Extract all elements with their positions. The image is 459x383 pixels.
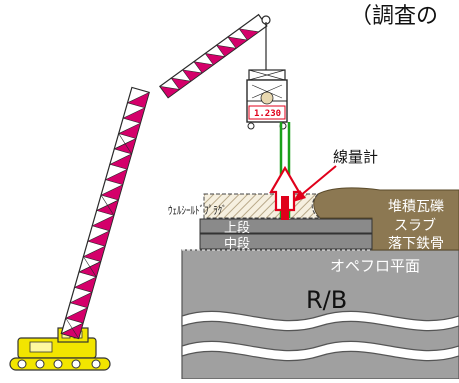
break-line-top: [181, 310, 459, 332]
upper-tier-label: 上段: [224, 221, 251, 236]
red-up-arrow: [269, 165, 301, 220]
rubble-area: [313, 187, 459, 251]
slab-label: スラブ: [394, 218, 436, 234]
dosimeter-pointer-arrow: [293, 165, 337, 202]
middle-tier: [199, 233, 373, 250]
operating-floor-label: オペフロ平面: [330, 257, 421, 275]
camera-icon: [260, 91, 274, 105]
crane-base: [9, 327, 111, 371]
break-line-bottom: [181, 340, 459, 362]
rubble-label: 堆積瓦礫: [388, 199, 444, 215]
meter-reading: 1.230: [253, 109, 282, 119]
middle-tier-label: 中段: [224, 237, 251, 252]
reactor-building: [181, 249, 459, 380]
reactor-building-label: R/B: [306, 286, 348, 314]
weld-shield-plug-label: ｳｪﾙｼｰﾙﾄﾞﾌﾟﾗｸﾞ: [168, 204, 227, 217]
crane-boom-lower: [60, 86, 150, 340]
crane-jib-upper: [159, 13, 268, 99]
dosimeter-label: 線量計: [333, 148, 379, 166]
title-text: （調査の: [350, 4, 439, 29]
fallen-steel-label: 落下鉄骨: [388, 236, 444, 252]
hanging-frame: [246, 69, 288, 130]
